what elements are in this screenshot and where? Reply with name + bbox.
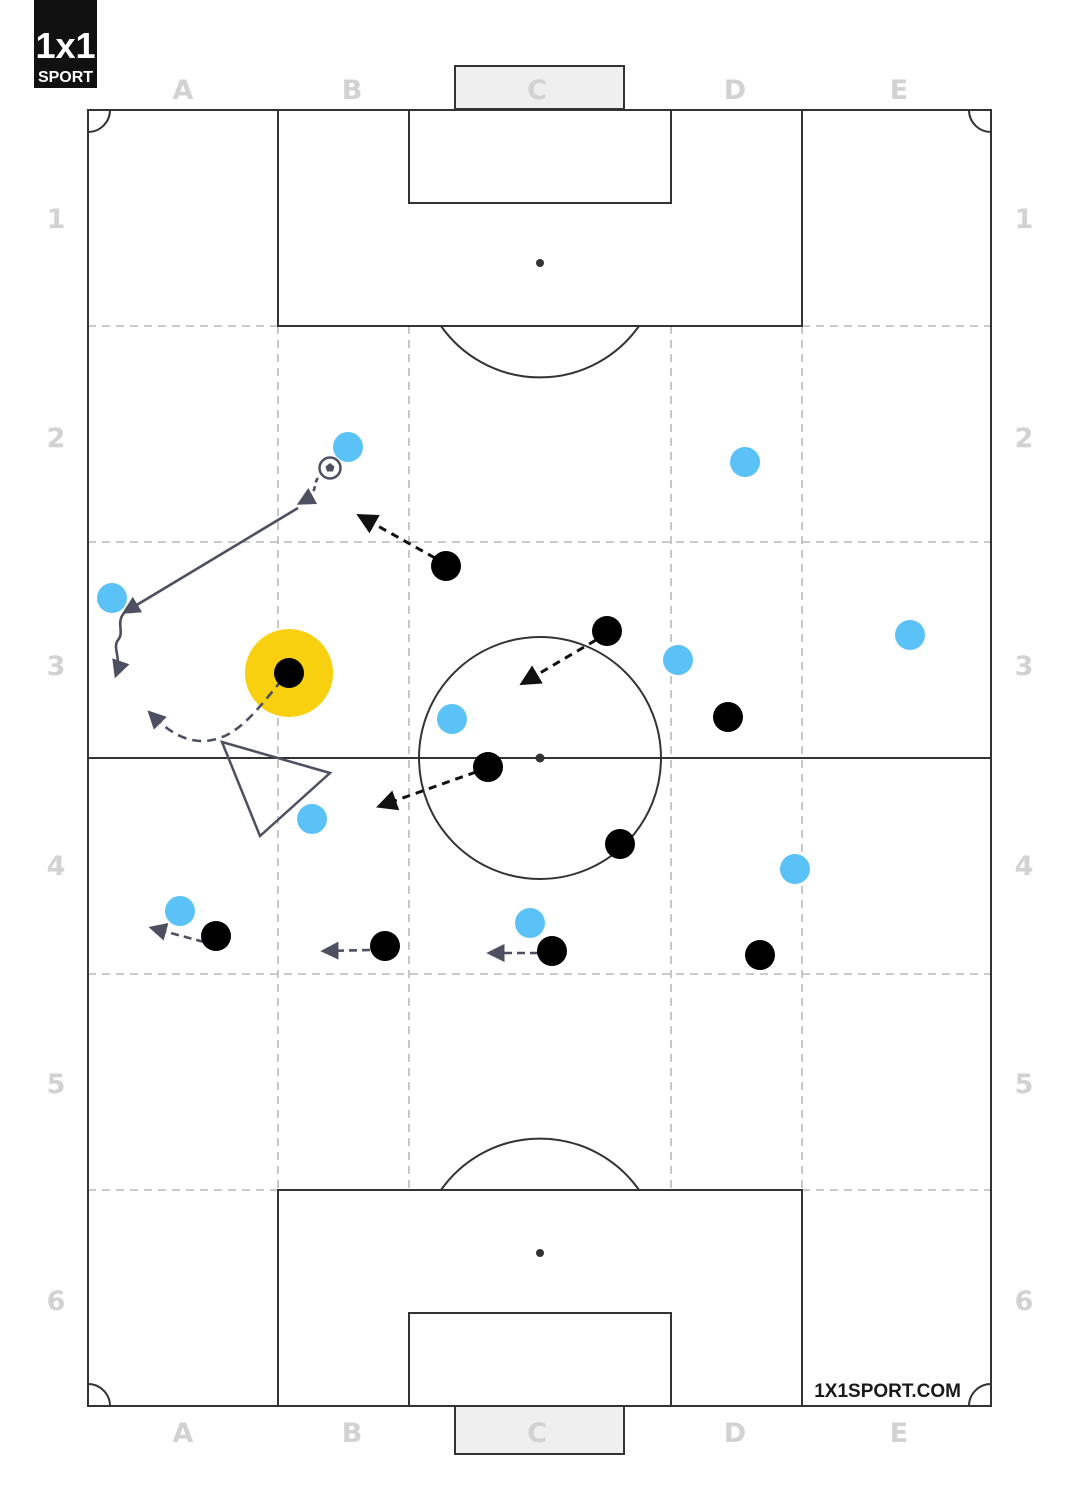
column-label: D [724, 75, 746, 106]
light-player [515, 908, 545, 938]
light-player [780, 854, 810, 884]
light-player [730, 447, 760, 477]
corner-arc [87, 109, 111, 133]
dark-player [201, 921, 231, 951]
cone-icon [219, 740, 333, 839]
brand-logo: 1x1 SPORT [34, 0, 97, 88]
row-label: 3 [1015, 651, 1034, 682]
corner-arc [968, 109, 992, 133]
column-label: A [173, 1418, 194, 1449]
row-labels-right: 1 2 3 4 5 6 [1015, 204, 1034, 1317]
dark-player [605, 829, 635, 859]
row-label: 5 [1015, 1069, 1034, 1100]
light-player [663, 645, 693, 675]
row-labels-left: 1 2 3 4 5 6 [47, 204, 66, 1317]
row-label: 1 [1015, 204, 1034, 235]
dribble-arrow [296, 477, 320, 505]
row-label: 3 [47, 651, 66, 682]
column-label: C [527, 75, 547, 106]
column-label: B [342, 75, 363, 106]
pass-arrow [121, 506, 299, 614]
column-label: C [527, 1418, 547, 1449]
pass-arrows [112, 477, 538, 963]
light-player [297, 804, 327, 834]
top-penalty-arc [440, 325, 640, 379]
light-player [165, 896, 195, 926]
column-label: D [724, 1418, 746, 1449]
top-goal-area [408, 109, 672, 204]
logo-mark: 1x1 [35, 25, 95, 66]
column-label: E [890, 75, 908, 106]
light-player [333, 432, 363, 462]
logo-word: SPORT [38, 69, 93, 86]
column-labels-bottom: A B C D E [173, 1418, 909, 1449]
light-team [97, 432, 925, 938]
movement-arrows [356, 513, 597, 811]
column-labels-top: A B C D E [173, 75, 909, 106]
bottom-penalty-area [277, 1189, 803, 1407]
run-arrow [112, 611, 130, 679]
light-player [97, 583, 127, 613]
column-label: B [342, 1418, 363, 1449]
dark-player [473, 752, 503, 782]
press-arrow [356, 513, 436, 560]
run-arrow [148, 922, 205, 944]
dark-player [370, 931, 400, 961]
run-arrow [147, 679, 283, 743]
row-label: 2 [1015, 423, 1034, 454]
dark-team [201, 551, 775, 970]
dark-player-focus [274, 658, 304, 688]
top-penalty-area [277, 109, 803, 327]
row-label: 1 [47, 204, 66, 235]
corner-arc [87, 1383, 111, 1407]
row-label: 5 [47, 1069, 66, 1100]
top-goal [454, 65, 625, 110]
column-label: A [173, 75, 194, 106]
corner-arc [968, 1383, 992, 1407]
run-arrow [320, 941, 371, 960]
dark-player [713, 702, 743, 732]
light-player [895, 620, 925, 650]
ball-icon [318, 456, 342, 480]
dark-player [537, 936, 567, 966]
row-label: 4 [1015, 851, 1034, 882]
row-label: 4 [47, 851, 66, 882]
bottom-penalty-arc [440, 1137, 640, 1191]
dark-player [592, 616, 622, 646]
light-player [437, 704, 467, 734]
press-arrow [519, 638, 597, 686]
bottom-goal-area [408, 1312, 672, 1407]
dark-player [431, 551, 461, 581]
dark-player [745, 940, 775, 970]
row-label: 6 [1015, 1286, 1034, 1317]
bottom-penalty-spot [536, 1249, 544, 1257]
row-label: 2 [47, 423, 66, 454]
center-spot [535, 753, 545, 763]
row-label: 6 [47, 1286, 66, 1317]
center-circle [418, 636, 662, 880]
press-arrow [376, 770, 477, 811]
top-penalty-spot [536, 259, 544, 267]
website-label: 1X1SPORT.COM [814, 1381, 961, 1402]
column-label: E [890, 1418, 908, 1449]
